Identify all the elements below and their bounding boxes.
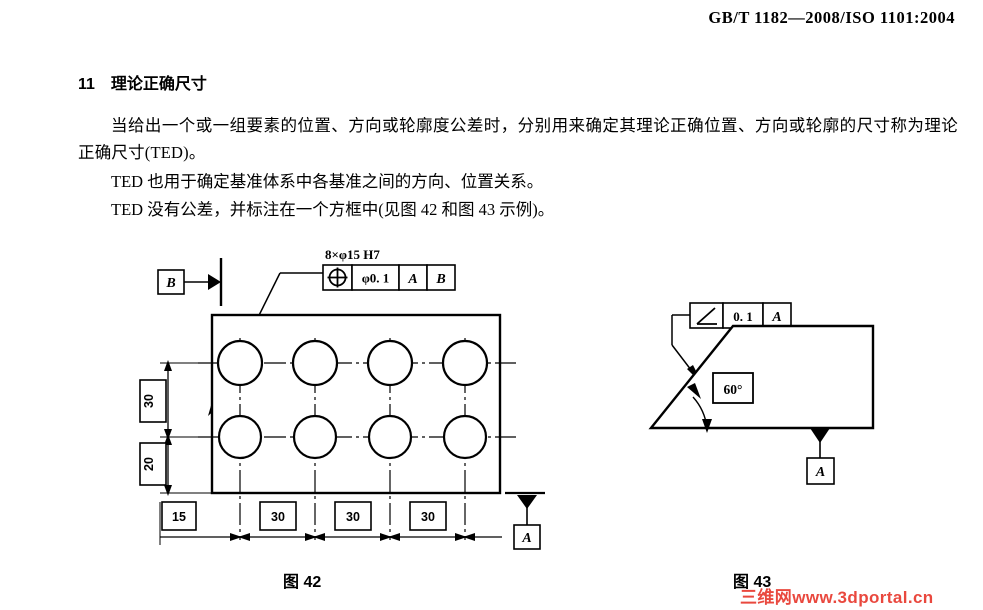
hole-circle [367,414,413,460]
ted-box-horizontal-15: 15 [161,501,197,531]
datum-feature-symbol-a: A [505,491,545,550]
ted-value-horizontal-30-b: 30 [346,510,360,524]
vertical-dimension-30: 30 [139,360,172,440]
ted-value-horizontal-30-c: 30 [421,510,435,524]
figure-42-drawing: B 8×φ15 H7 φ0. 1 A [120,240,590,570]
hole-circle [217,414,263,460]
figure-42-svg: B 8×φ15 H7 φ0. 1 A [139,247,545,550]
datum-feature-symbol-b: B [157,258,223,306]
hole-circle [291,339,339,387]
hole-group [216,339,489,460]
section-number: 11 [78,76,95,93]
body-paragraph-2: TED 也用于确定基准体系中各基准之间的方向、位置关系。 [111,172,544,191]
datum-b-label: B [165,276,175,291]
angle-dimension-arc [687,383,712,433]
document-header-standard-code: GB/T 1182—2008/ISO 1101:2004 [708,8,955,27]
figure-42-caption: 图 42 [283,574,322,591]
hole-circle [442,414,488,460]
vertical-dimension-20: 20 [139,434,172,496]
position-symbol-icon [327,267,348,288]
body-paragraph-3: TED 没有公差，并标注在一个方框中(见图 42 和图 43 示例)。 [111,200,555,219]
datum-triangle-b [208,274,221,290]
ted-box-vertical-30 [139,379,167,423]
hole-circle [292,414,338,460]
datum-feature-symbol-a-fig43: A [806,428,835,485]
part-outline-trapezoid [648,324,875,430]
ted-box-horizontal-30-b: 30 [334,501,372,531]
site-watermark: 三维网www.3dportal.cn [740,588,934,607]
figure-43-drawing: 0. 1 A 60° [645,295,915,525]
fcf-datum-a: A [407,272,417,287]
ted-box-horizontal-30-c: 30 [409,501,447,531]
datum-triangle-a [517,495,537,509]
hole-circle [441,339,489,387]
section-heading: 11 理论正确尺寸 [78,70,207,94]
angularity-tolerance-value: 0. 1 [733,309,753,324]
angularity-symbol-icon [696,307,717,325]
angularity-datum-a: A [771,310,781,325]
figure-43-svg: 0. 1 A 60° [648,302,875,485]
ted-value-horizontal-15: 15 [172,510,186,524]
hole-circle [366,339,414,387]
ted-value-vertical-30: 30 [142,394,156,408]
ted-value-angle-60: 60° [724,382,743,397]
fcf-datum-b: B [435,272,445,287]
datum-a-label-fig43: A [815,465,825,480]
ted-box-angle-60: 60° [712,372,754,404]
feature-control-frame-angularity: 0. 1 A [689,302,792,329]
ted-value-vertical-20: 20 [142,457,156,471]
hole-circle [216,339,264,387]
ted-box-horizontal-30-a: 30 [259,501,297,531]
hole-callout-label: 8×φ15 H7 [325,247,380,262]
body-paragraph-1: 当给出一个或一组要素的位置、方向或轮廓度公差时，分别用来确定其理论正确位置、方向… [78,116,958,162]
figure-43-caption: 图 43 [733,574,772,591]
position-tolerance-value: φ0. 1 [362,271,390,286]
extension-lines-vertical [160,362,212,494]
datum-a-label: A [521,531,531,546]
ted-box-vertical-20 [139,442,167,486]
horizontal-dimension-line [159,502,502,545]
datum-triangle-a-fig43 [810,428,830,443]
feature-control-frame-position: φ0. 1 A B [322,264,456,291]
ted-value-horizontal-30-a: 30 [271,510,285,524]
section-title: 理论正确尺寸 [110,76,207,93]
